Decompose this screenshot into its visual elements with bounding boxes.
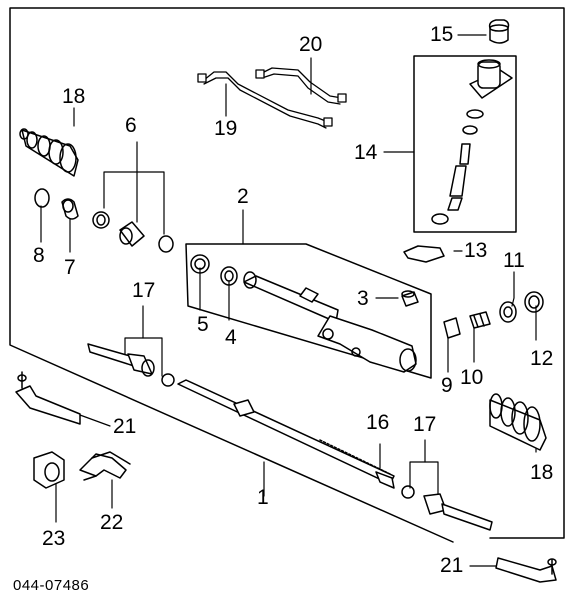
part-14-pinion-valve: [431, 59, 513, 225]
part-11-adjust-screw: [499, 301, 517, 323]
part-2-rack-housing: [243, 271, 417, 373]
callout-8: 8: [33, 244, 45, 267]
callout-17-left: 17: [132, 279, 156, 302]
callout-6: 6: [125, 114, 137, 137]
callout-16: 16: [366, 411, 390, 434]
callout-9: 9: [441, 374, 453, 397]
callout-21-right: 21: [440, 554, 464, 577]
housing-group-box: [185, 243, 432, 379]
assembly-boundary: [9, 7, 565, 543]
callout-12: 12: [530, 347, 554, 370]
part-3-plug: [401, 290, 419, 307]
callout-20: 20: [299, 33, 323, 56]
callout-11: 11: [503, 249, 525, 272]
callout-23: 23: [42, 527, 66, 550]
part-8-ring: [34, 188, 50, 208]
part-13-gasket: [403, 245, 445, 263]
callout-1: 1: [257, 486, 269, 509]
part-1-rack-bar: [177, 379, 395, 485]
callout-17-right: 17: [413, 413, 437, 436]
part-9-guide: [443, 317, 461, 339]
callout-4: 4: [225, 326, 237, 349]
callout-3: 3: [357, 287, 369, 310]
part-5-seal: [190, 254, 210, 274]
part-18-boot-right: [489, 393, 547, 451]
callout-7: 7: [64, 256, 76, 279]
callout-10: 10: [460, 366, 484, 389]
callout-21-left: 21: [113, 415, 137, 438]
callout-2: 2: [237, 185, 249, 208]
callout-5: 5: [197, 313, 209, 336]
part-21-tie-rod-end-right: [495, 557, 557, 583]
callout-15: 15: [430, 23, 454, 46]
part-6-seal-kit: [92, 211, 174, 253]
part-21-tie-rod-end-left: [15, 371, 81, 425]
part-17-inner-tie-rod-right: [401, 485, 493, 531]
part-23-bushing: [33, 451, 65, 489]
leader-lines: [38, 34, 537, 567]
callout-19: 19: [214, 117, 238, 140]
callout-14: 14: [354, 141, 378, 164]
part-17-inner-tie-rod-left: [87, 343, 175, 387]
callout-22: 22: [100, 511, 124, 534]
callout-13: 13: [464, 239, 488, 262]
part-10-spring: [469, 311, 491, 329]
part-15-cap: [488, 19, 510, 44]
part-12-lock-nut: [524, 291, 544, 313]
part-4-seal: [220, 266, 238, 286]
pinion-group-box: [413, 55, 517, 233]
part-7-bushing: [61, 198, 79, 220]
part-22-bracket: [79, 451, 131, 481]
callout-18-left: 18: [62, 85, 86, 108]
diagram-code: 044-07486: [13, 577, 90, 594]
part-19-20-hydraulic-lines: [197, 67, 347, 129]
part-18-boot-left: [19, 128, 79, 177]
callout-18-right: 18: [530, 461, 554, 484]
part-16-rack-end: [375, 471, 395, 489]
